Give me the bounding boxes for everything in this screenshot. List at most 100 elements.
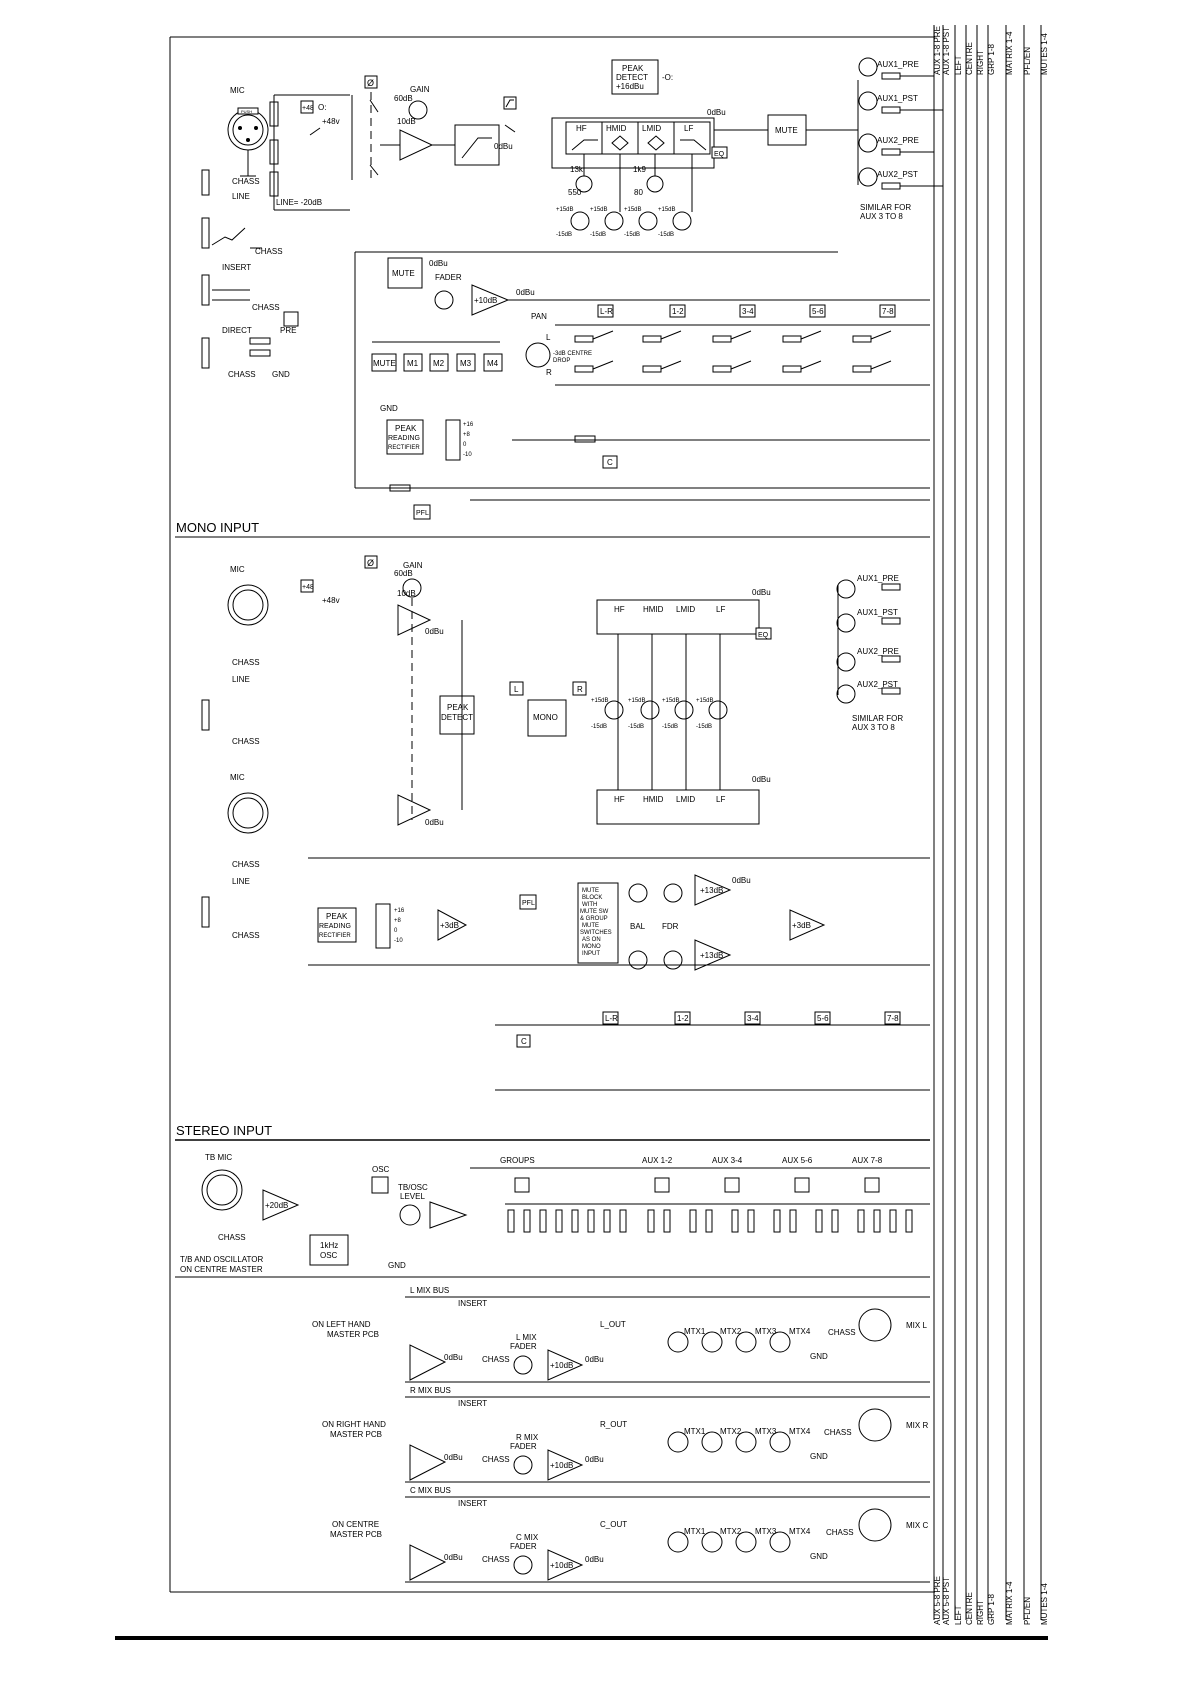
stereo-fader-amp-l: +13dB: [700, 886, 723, 895]
stereo-eq1-odbu: 0dBu: [752, 588, 771, 597]
bus-label-bottom-5: RIGHT: [976, 1600, 985, 1625]
stereo-eq1-lmid: LMID: [676, 605, 695, 614]
centre-button: [602, 455, 618, 469]
osc-name-label: OSC: [320, 1251, 338, 1260]
stereo-meter-2: +8: [394, 918, 402, 924]
eq-hmid-label: HMID: [606, 124, 627, 133]
stereo-eq2-hf: HF: [614, 795, 625, 804]
stereo-phase-label: Ø: [367, 558, 374, 568]
bus-label-top-5: RIGHT: [976, 50, 985, 75]
tb-osc-level-2: LEVEL: [400, 1192, 425, 1201]
stereo-eq-gain-max-4: +15dB: [696, 698, 714, 704]
direct-label: DIRECT: [222, 326, 252, 335]
insert-chass-label: CHASS: [252, 303, 280, 312]
mute-group-m2-label: M2: [433, 359, 445, 368]
hmid-freq-high: 13k: [570, 165, 584, 174]
svg-text:PUSH: PUSH: [241, 109, 252, 114]
pre-button: [283, 311, 299, 327]
tb-mic-xlr-icon: [201, 1169, 243, 1211]
aux1-pre-pot-icon: [858, 57, 878, 77]
mix-l-mtx4: MTX4: [789, 1327, 811, 1336]
lf-gain-min: -15dB: [658, 232, 674, 238]
meter-minus10: -10: [463, 452, 472, 458]
mute-group-mute-label: MUTE: [373, 359, 396, 368]
mix-r-xlr-icon: [858, 1408, 892, 1442]
phantom-button: [300, 100, 314, 114]
eq-hf-label: HF: [576, 124, 587, 133]
stereo-gain-min: 10dB: [397, 589, 416, 598]
mute-block-text-3: WITH: [582, 902, 597, 908]
tb-osc-level-1: TB/OSC: [398, 1183, 428, 1192]
stereo-eq-gain-max-2: +15dB: [628, 698, 646, 704]
osc-button: [371, 1176, 389, 1194]
stereo-route-12: 1-2: [677, 1014, 689, 1023]
route-78-label: 7-8: [882, 307, 894, 316]
mono-line-label: LINE: [232, 192, 250, 201]
hpf-odbu-label: 0dBu: [494, 142, 513, 151]
stereo-peak-label-1: PEAK: [447, 703, 469, 712]
bus-label-bottom-1: AUX 5-8 PRE: [933, 1576, 942, 1625]
lf-gain-pot-icon: [672, 211, 692, 231]
stereo-eq1-lf: LF: [716, 605, 725, 614]
phantom-led-icon: O:: [318, 103, 326, 112]
mix-l-fader-1: L MIX: [516, 1333, 537, 1342]
stereo-xlr2-icon: [227, 792, 269, 834]
mix-c-mtx2: MTX2: [720, 1527, 742, 1536]
mute-block-text-9: MONO: [582, 944, 601, 950]
tb-caption-2: ON CENTRE MASTER: [180, 1265, 263, 1274]
mix-l-xlr-chass: CHASS: [828, 1328, 856, 1337]
tb-osc-level-pot-icon: [399, 1204, 421, 1226]
hmid-freq-pot-icon: [575, 175, 593, 193]
lf-gain-max: +15dB: [658, 207, 676, 213]
peak-rectifier-block: [386, 419, 424, 455]
aux1-pst-pot-icon: [858, 91, 878, 111]
route-lr-label: L-R: [600, 307, 613, 316]
bus-label-bottom-9: MUTES 1-4: [1040, 1583, 1049, 1625]
oscillator-block: [309, 1234, 349, 1266]
insert-label: INSERT: [222, 263, 251, 272]
section-stereo-input: STEREO INPUT: [176, 1123, 272, 1138]
eq-button-label: EQ: [714, 151, 725, 158]
direct-jack-icon: [201, 337, 210, 369]
stereo-gain-max: 60dB: [394, 569, 413, 578]
stereo-eq-gain-min-4: -15dB: [696, 724, 712, 730]
stereo-l-button: L: [514, 685, 519, 694]
stereo-aux1-pre: AUX1_PRE: [857, 574, 899, 583]
mix-l-chass: CHASS: [482, 1355, 510, 1364]
stereo-mute-block: [577, 882, 619, 964]
stereo-meter-amp-gain: +3dB: [440, 921, 459, 930]
hf-gain-pot-icon: [570, 211, 590, 231]
channel-mute-label: MUTE: [392, 269, 415, 278]
aux2-pst-label: AUX2_PST: [877, 170, 918, 179]
hmid-gain-min: -15dB: [590, 232, 606, 238]
stereo-fader-odbu: 0dBu: [732, 876, 751, 885]
stereo-phantom-label: +48: [302, 584, 314, 591]
osc-label: OSC: [372, 1165, 390, 1174]
aux-12-label: AUX 1-2: [642, 1156, 673, 1165]
mix-l-pcb-1: ON LEFT HAND: [312, 1320, 371, 1329]
bus-label-top-1: AUX 1-8 PRE: [933, 26, 942, 75]
meter-zero: 0: [463, 442, 467, 448]
mix-r-pcb-1: ON RIGHT HAND: [322, 1420, 386, 1429]
osc-freq-label: 1kHz: [320, 1241, 338, 1250]
stereo-line2-label: LINE: [232, 877, 250, 886]
centre-button-label: C: [607, 458, 613, 467]
hmid-gain-pot-icon: [604, 211, 624, 231]
aux2-pre-pot-icon: [858, 133, 878, 153]
eq-lf-label: LF: [684, 124, 693, 133]
stereo-eq2-hmid: HMID: [643, 795, 664, 804]
stereo-fader-label: FDR: [662, 922, 679, 931]
mute-block-text-5: & GROUP: [580, 916, 608, 922]
mix-c-pcb-2: MASTER PCB: [330, 1530, 382, 1539]
aux2-pre-label: AUX2_PRE: [877, 136, 919, 145]
stereo-centre-button: C: [521, 1037, 527, 1046]
mute-gnd-label: GND: [380, 404, 398, 413]
rectifier-label-3: RECTIFIER: [388, 445, 420, 451]
stereo-line1-chass-label: CHASS: [232, 737, 260, 746]
gain-pot-icon: [408, 100, 428, 120]
stereo-gain-label: GAIN: [403, 561, 423, 570]
stereo-mic1-label: MIC: [230, 565, 245, 574]
stereo-fader-amp-r: +13dB: [700, 951, 723, 960]
bus-lines: [933, 25, 1042, 1620]
